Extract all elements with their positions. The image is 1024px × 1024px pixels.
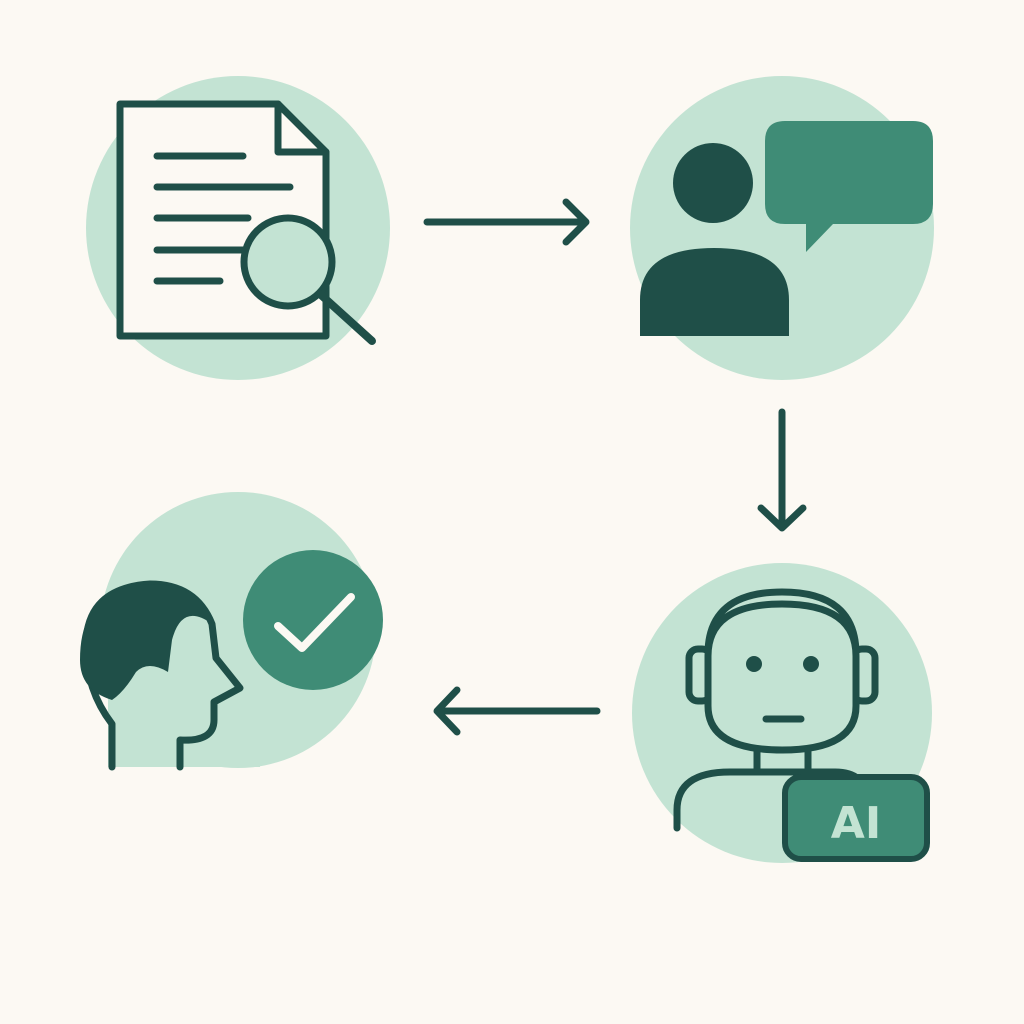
ai-badge-label: AI [831,798,881,849]
magnifier-handle-icon [316,290,376,345]
robot-head-icon [704,600,860,754]
robot-headset-icon [673,588,879,832]
robot-headband-icon [704,588,860,658]
arrow-down [757,408,807,532]
node-document-review [86,76,390,380]
checkmark-icon [274,593,355,652]
node-user-feedback [630,76,934,380]
checkmark-badge-icon [243,550,383,690]
magnifier-lens-icon [240,214,336,310]
ai-badge: AI [782,774,930,862]
robot-right-eye-icon [803,656,819,672]
person-head-icon [673,143,753,223]
arrow-right [423,198,590,246]
person-checkmark-icon [80,550,383,771]
robot-left-eye-icon [746,656,762,672]
speech-bubble-icon [765,121,933,252]
person-speech-bubble-icon [640,121,933,336]
node-ai-assistant: AI [632,563,932,863]
node-human-approval [80,492,383,771]
document-fold-icon [274,100,330,156]
robot-neck-icon [753,746,812,776]
flow-arrows [423,198,807,736]
person-hair-icon [80,584,212,700]
document-search-icon [116,100,376,345]
person-body-icon [640,248,789,336]
arrow-left [433,686,601,736]
ai-badge-background [782,774,930,862]
